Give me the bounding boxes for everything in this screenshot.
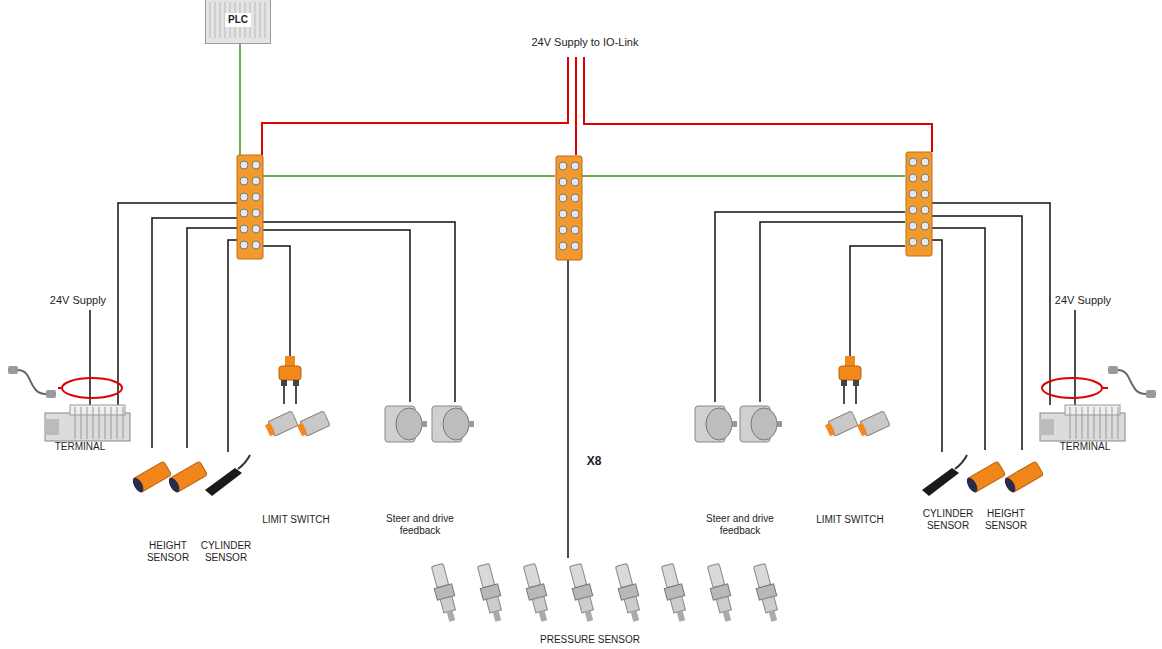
plc-label: PLC	[225, 13, 251, 27]
device-label: X8	[579, 454, 609, 468]
encoder-icon	[432, 406, 474, 442]
device-label: 24V Supply	[38, 294, 118, 307]
plc-box: PLC	[205, 0, 271, 44]
limit-switch-icon	[296, 411, 330, 438]
io-link-module	[906, 152, 932, 256]
device-label: TERMINAL	[45, 441, 115, 453]
device-label: CYLINDER SENSOR	[920, 508, 976, 532]
io-link-module	[237, 155, 263, 259]
cable-icon	[8, 366, 56, 398]
device-label: TERMINAL	[1050, 441, 1120, 453]
device-label: CYLINDER SENSOR	[198, 540, 254, 564]
height-sensor-icon	[167, 461, 208, 494]
device-label: Steer and drive feedback	[703, 513, 777, 537]
device-label: 24V Supply	[1043, 294, 1123, 307]
encoder-icon	[695, 406, 737, 442]
height-sensor-icon	[131, 461, 172, 494]
cable-callouts	[58, 378, 1108, 398]
encoder-icon	[385, 406, 427, 442]
cylinder-sensor-icon	[922, 455, 967, 496]
device-label: PRESSURE SENSOR	[520, 634, 660, 646]
height-sensor-icon	[965, 461, 1006, 494]
cable-icon	[1108, 366, 1156, 398]
device-label: 24V Supply to IO-Link	[500, 36, 670, 49]
limit-switch-icon	[264, 411, 298, 438]
height-sensor-icon	[1003, 461, 1044, 494]
terminal-block	[1040, 405, 1125, 441]
device-label: Steer and drive feedback	[383, 513, 457, 537]
device-label: LIMIT SWITCH	[256, 514, 336, 526]
device-label: HEIGHT SENSOR	[983, 508, 1029, 532]
limit-switch-icon	[824, 411, 858, 438]
device-label: HEIGHT SENSOR	[143, 540, 193, 564]
cylinder-sensor-icon	[205, 455, 250, 496]
pressure-sensor-icons	[429, 563, 783, 624]
splitter-icon	[839, 356, 861, 386]
supply-wires	[262, 57, 932, 155]
io-link-module	[556, 156, 582, 260]
device-label: LIMIT SWITCH	[810, 514, 890, 526]
terminal-block	[45, 405, 130, 441]
limit-switch-icon	[856, 411, 890, 438]
splitter-icon	[279, 356, 301, 386]
encoder-icon	[740, 406, 782, 442]
